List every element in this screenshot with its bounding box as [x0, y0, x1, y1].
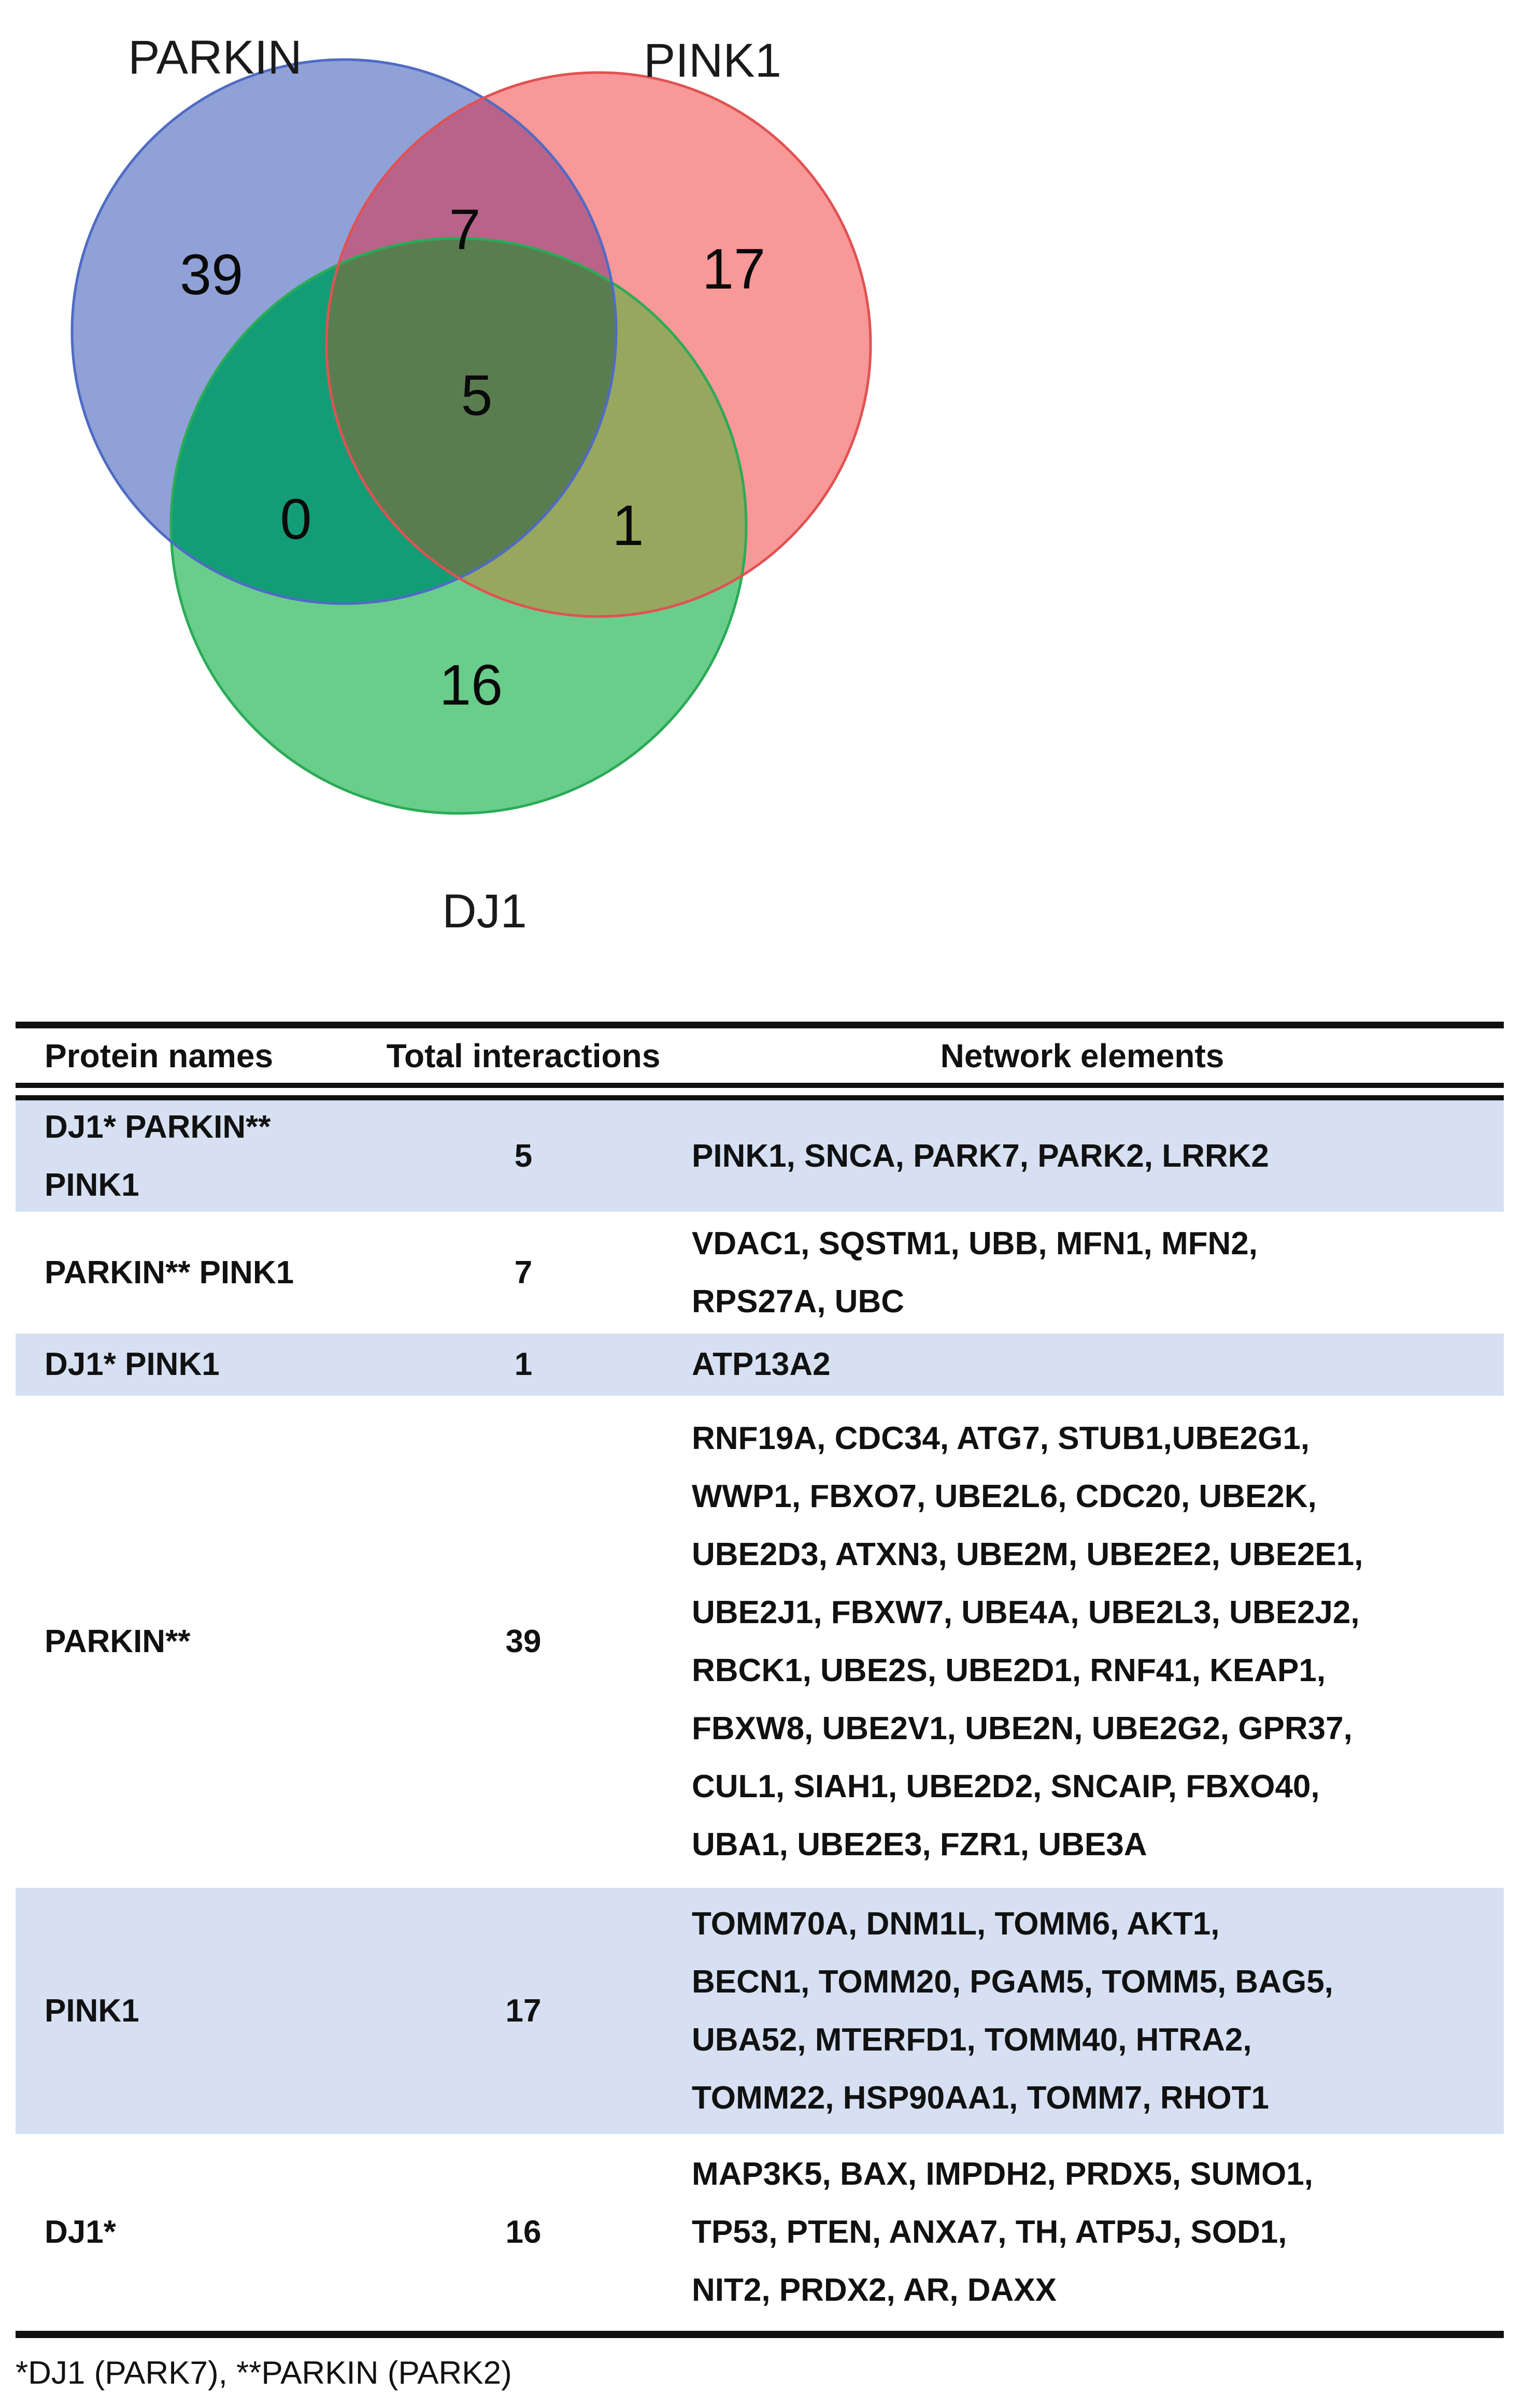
protein-name-line: PARKIN** PINK1: [45, 1254, 294, 1291]
pink1-set-label: PINK1: [644, 34, 781, 87]
venn-count-parkin-pink1: 7: [449, 198, 480, 262]
table-header-double-rule: [16, 1083, 1504, 1100]
table-row: PINK1 17 TOMM70A, DNM1L, TOMM6, AKT1, BE…: [16, 1888, 1504, 2134]
table-row: DJ1* 16 MAP3K5, BAX, IMPDH2, PRDX5, SUMO…: [16, 2134, 1504, 2331]
network-elements-line: RPS27A, UBC: [692, 1283, 904, 1320]
venn-count-pink1-dj1: 1: [612, 494, 644, 557]
triple-overlap-region: [326, 238, 616, 604]
network-elements-line: WWP1, FBXO7, UBE2L6, CDC20, UBE2K,: [692, 1479, 1317, 1514]
network-elements-cell: MAP3K5, BAX, IMPDH2, PRDX5, SUMO1, TP53,…: [692, 2134, 1504, 2331]
network-elements-line: FBXW8, UBE2V1, UBE2N, UBE2G2, GPR37,: [692, 1711, 1352, 1746]
table-top-rule: [16, 1022, 1504, 1028]
network-elements-cell: TOMM70A, DNM1L, TOMM6, AKT1, BECN1, TOMM…: [692, 1888, 1504, 2134]
table-row: DJ1* PINK1 1 ATP13A2: [16, 1334, 1504, 1396]
protein-name-cell: PARKIN** PINK1: [16, 1212, 355, 1334]
network-elements-line: RBCK1, UBE2S, UBE2D1, RNF41, KEAP1,: [692, 1653, 1326, 1688]
total-interactions-value: 7: [514, 1254, 533, 1291]
total-interactions-cell: 1: [355, 1334, 692, 1396]
table-header-row: Protein names Total interactions Network…: [16, 1028, 1504, 1083]
protein-name-cell: DJ1* PARKIN** PINK1: [16, 1100, 355, 1212]
network-elements-line: NIT2, PRDX2, AR, DAXX: [692, 2272, 1057, 2308]
protein-name-line: DJ1*: [45, 2214, 116, 2250]
protein-name-line: PINK1: [45, 1993, 139, 2029]
network-elements-line: PINK1, SNCA, PARK7, PARK2, LRRK2: [692, 1138, 1269, 1174]
header-network-elements: Network elements: [692, 1037, 1504, 1075]
network-elements-line: UBA52, MTERFD1, TOMM40, HTRA2,: [692, 2022, 1252, 2058]
total-interactions-value: 17: [505, 1993, 542, 2029]
venn-count-all-three: 5: [461, 364, 492, 427]
table-row: DJ1* PARKIN** PINK1 5 PINK1, SNCA, PARK7…: [16, 1100, 1504, 1212]
venn-count-parkin-dj1: 0: [280, 488, 311, 551]
protein-name-line: PARKIN**: [45, 1624, 191, 1659]
total-interactions-value: 16: [505, 2214, 542, 2250]
network-elements-line: BECN1, TOMM20, PGAM5, TOMM5, BAG5,: [692, 1963, 1333, 2000]
table-row: PARKIN** PINK1 7 VDAC1, SQSTM1, UBB, MFN…: [16, 1212, 1504, 1334]
protein-name-cell: PARKIN**: [16, 1396, 355, 1888]
protein-name-line: DJ1* PARKIN**: [45, 1109, 271, 1145]
total-interactions-cell: 5: [355, 1100, 692, 1212]
network-elements-line: CUL1, SIAH1, UBE2D2, SNCAIP, FBXO40,: [692, 1769, 1320, 1804]
network-elements-line: ATP13A2: [692, 1346, 831, 1382]
table-bottom-rule: [16, 2331, 1504, 2338]
protein-name-line: PINK1: [45, 1167, 139, 1203]
total-interactions-cell: 7: [355, 1212, 692, 1334]
header-total-interactions: Total interactions: [355, 1037, 692, 1075]
network-elements-line: UBA1, UBE2E3, FZR1, UBE3A: [692, 1827, 1147, 1862]
network-elements-cell: VDAC1, SQSTM1, UBB, MFN1, MFN2, RPS27A, …: [692, 1212, 1504, 1334]
total-interactions-cell: 16: [355, 2134, 692, 2331]
dj1-set-label: DJ1: [442, 885, 527, 938]
table-footnote: *DJ1 (PARK7), **PARKIN (PARK2): [16, 2355, 512, 2391]
parkin-circle-outline: [70, 58, 618, 605]
total-interactions-cell: 39: [355, 1396, 692, 1888]
venn-count-pink1-only: 17: [702, 237, 765, 301]
network-elements-line: TOMM22, HSP90AA1, TOMM7, RHOT1: [692, 2080, 1269, 2116]
total-interactions-value: 5: [514, 1138, 533, 1174]
protein-name-line: DJ1* PINK1: [45, 1346, 220, 1382]
total-interactions-value: 1: [514, 1346, 533, 1382]
header-network-elements-label: Network elements: [940, 1037, 1224, 1074]
network-elements-line: TOMM70A, DNM1L, TOMM6, AKT1,: [692, 1905, 1220, 1942]
pink1-circle-outline: [325, 71, 872, 618]
protein-name-cell: PINK1: [16, 1888, 355, 2134]
network-elements-cell: PINK1, SNCA, PARK7, PARK2, LRRK2: [692, 1100, 1504, 1212]
network-elements-cell: ATP13A2: [692, 1334, 1504, 1396]
protein-name-cell: DJ1* PINK1: [16, 1334, 355, 1396]
network-elements-line: RNF19A, CDC34, ATG7, STUB1,UBE2G1,: [692, 1421, 1310, 1456]
interactions-table: Protein names Total interactions Network…: [16, 1022, 1504, 2391]
total-interactions-cell: 17: [355, 1888, 692, 2134]
venn-diagram: PARKIN PINK1 DJ1 39 7 17 5 0 1 16: [70, 31, 872, 938]
total-interactions-value: 39: [505, 1624, 542, 1659]
network-elements-line: UBE2D3, ATXN3, UBE2M, UBE2E2, UBE2E1,: [692, 1537, 1363, 1572]
network-elements-line: UBE2J1, FBXW7, UBE4A, UBE2L3, UBE2J2,: [692, 1595, 1360, 1630]
header-total-interactions-label: Total interactions: [386, 1037, 661, 1074]
network-elements-cell: RNF19A, CDC34, ATG7, STUB1,UBE2G1, WWP1,…: [692, 1396, 1504, 1888]
venn-count-dj1-only: 16: [439, 653, 503, 717]
venn-count-parkin-only: 39: [180, 243, 243, 307]
parkin-set-label: PARKIN: [128, 31, 302, 84]
network-elements-line: TP53, PTEN, ANXA7, TH, ATP5J, SOD1,: [692, 2214, 1287, 2250]
network-elements-line: VDAC1, SQSTM1, UBB, MFN1, MFN2,: [692, 1225, 1258, 1262]
protein-name-cell: DJ1*: [16, 2134, 355, 2331]
dj1-circle-outline: [169, 237, 748, 815]
table-row: PARKIN** 39 RNF19A, CDC34, ATG7, STUB1,U…: [16, 1396, 1504, 1888]
header-protein-names-label: Protein names: [45, 1037, 274, 1074]
header-protein-names: Protein names: [16, 1037, 355, 1075]
network-elements-line: MAP3K5, BAX, IMPDH2, PRDX5, SUMO1,: [692, 2156, 1313, 2192]
